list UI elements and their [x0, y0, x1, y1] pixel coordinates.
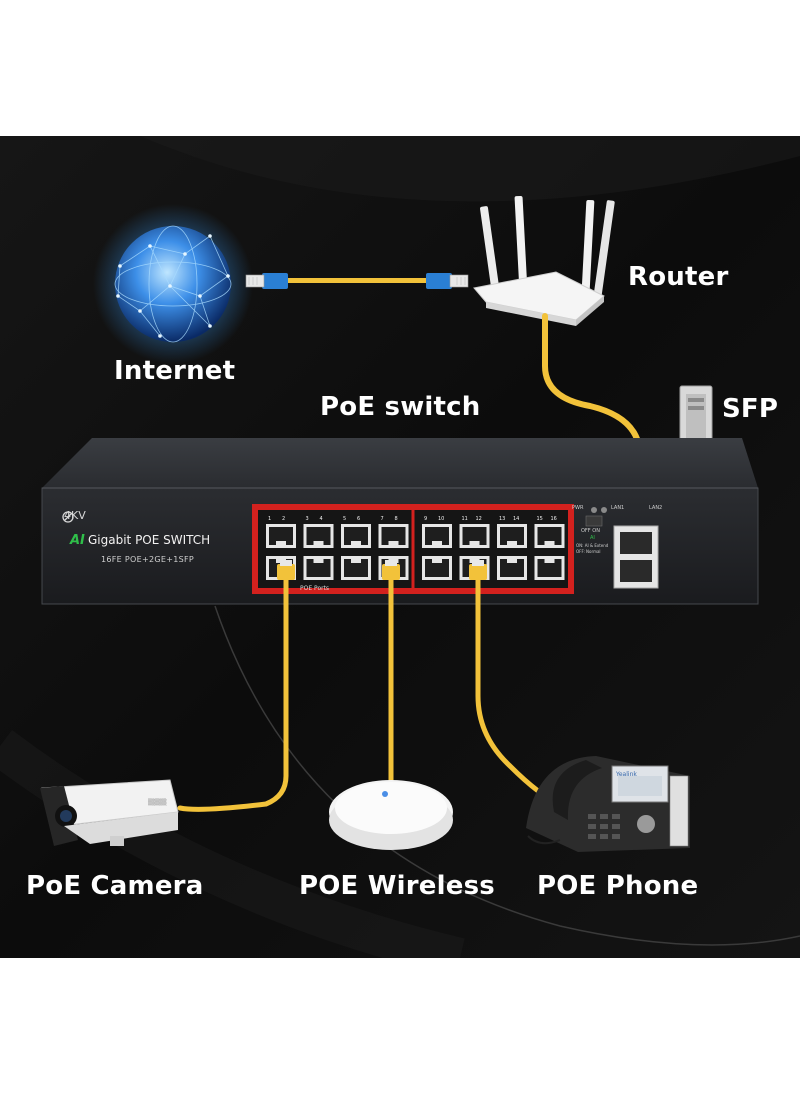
router-label: Router: [628, 262, 729, 292]
rj45-port: [303, 524, 334, 548]
switch-title-ai: AI: [70, 533, 85, 548]
port-number: 14: [513, 516, 519, 522]
rj45-port: [303, 556, 334, 580]
phone-brand: Yealink: [615, 771, 637, 778]
svg-text:▒▒▒▒: ▒▒▒▒: [148, 798, 167, 806]
sfp-label: SFP: [722, 394, 779, 424]
port-number: 15: [537, 516, 543, 522]
poe-camera-label: PoE Camera: [26, 871, 204, 901]
port-number: 10: [438, 516, 444, 522]
port-number: 1: [268, 516, 271, 522]
rj45-port: [422, 556, 452, 580]
poe-switch-label: PoE switch: [320, 392, 481, 422]
switch-note-off: OFF: Normal: [576, 549, 601, 554]
ip-phone-icon: Yealink: [526, 756, 690, 852]
poe-phone-label: POE Phone: [537, 871, 699, 901]
rj45-port: [378, 524, 409, 548]
port-number: 12: [476, 516, 482, 522]
globe-icon: [93, 204, 253, 364]
port-number: 8: [395, 516, 398, 522]
port-number: 4: [320, 516, 323, 522]
router-icon: [473, 195, 615, 326]
port-number: 2: [282, 516, 285, 522]
port-number: 6: [357, 516, 360, 522]
rj45-port: [266, 524, 296, 548]
rj45-port: [497, 556, 527, 580]
switch-subtitle: 16FE POE+2GE+1SFP: [101, 555, 194, 564]
port-number: 9: [424, 516, 427, 522]
port-number: 13: [499, 516, 505, 522]
rj45-port: [534, 524, 565, 548]
pwr-label: PWR: [572, 505, 584, 511]
port-number: 7: [381, 516, 384, 522]
switch-off-on: OFF ON: [581, 528, 600, 534]
rj45-port: [459, 524, 490, 548]
port-number: 5: [343, 516, 346, 522]
poe-wireless-label: POE Wireless: [299, 871, 495, 901]
switch-title: Gigabit POE SWITCH: [88, 533, 211, 547]
access-point-icon: [329, 780, 453, 850]
rj45-port: [534, 556, 565, 580]
ethernet-cable-icon: [245, 273, 469, 289]
ports-caption: POE Ports: [300, 585, 329, 592]
switch-ai-label: AI: [590, 535, 595, 541]
lan2-label: LAN2: [649, 505, 662, 511]
rj45-port: [341, 556, 371, 580]
camera-icon: ▒▒▒▒: [40, 779, 179, 846]
port-number: 3: [306, 516, 309, 522]
rj45-port: [497, 524, 527, 548]
switch-brand: 4KV: [64, 509, 86, 522]
rj45-port: [341, 524, 371, 548]
lan1-label: LAN1: [611, 505, 624, 511]
switch-note-on: ON: AI & Extend: [576, 543, 609, 548]
port-number: 16: [551, 516, 557, 522]
internet-label: Internet: [114, 356, 236, 386]
port-number: 11: [462, 516, 468, 522]
rj45-port: [422, 524, 452, 548]
